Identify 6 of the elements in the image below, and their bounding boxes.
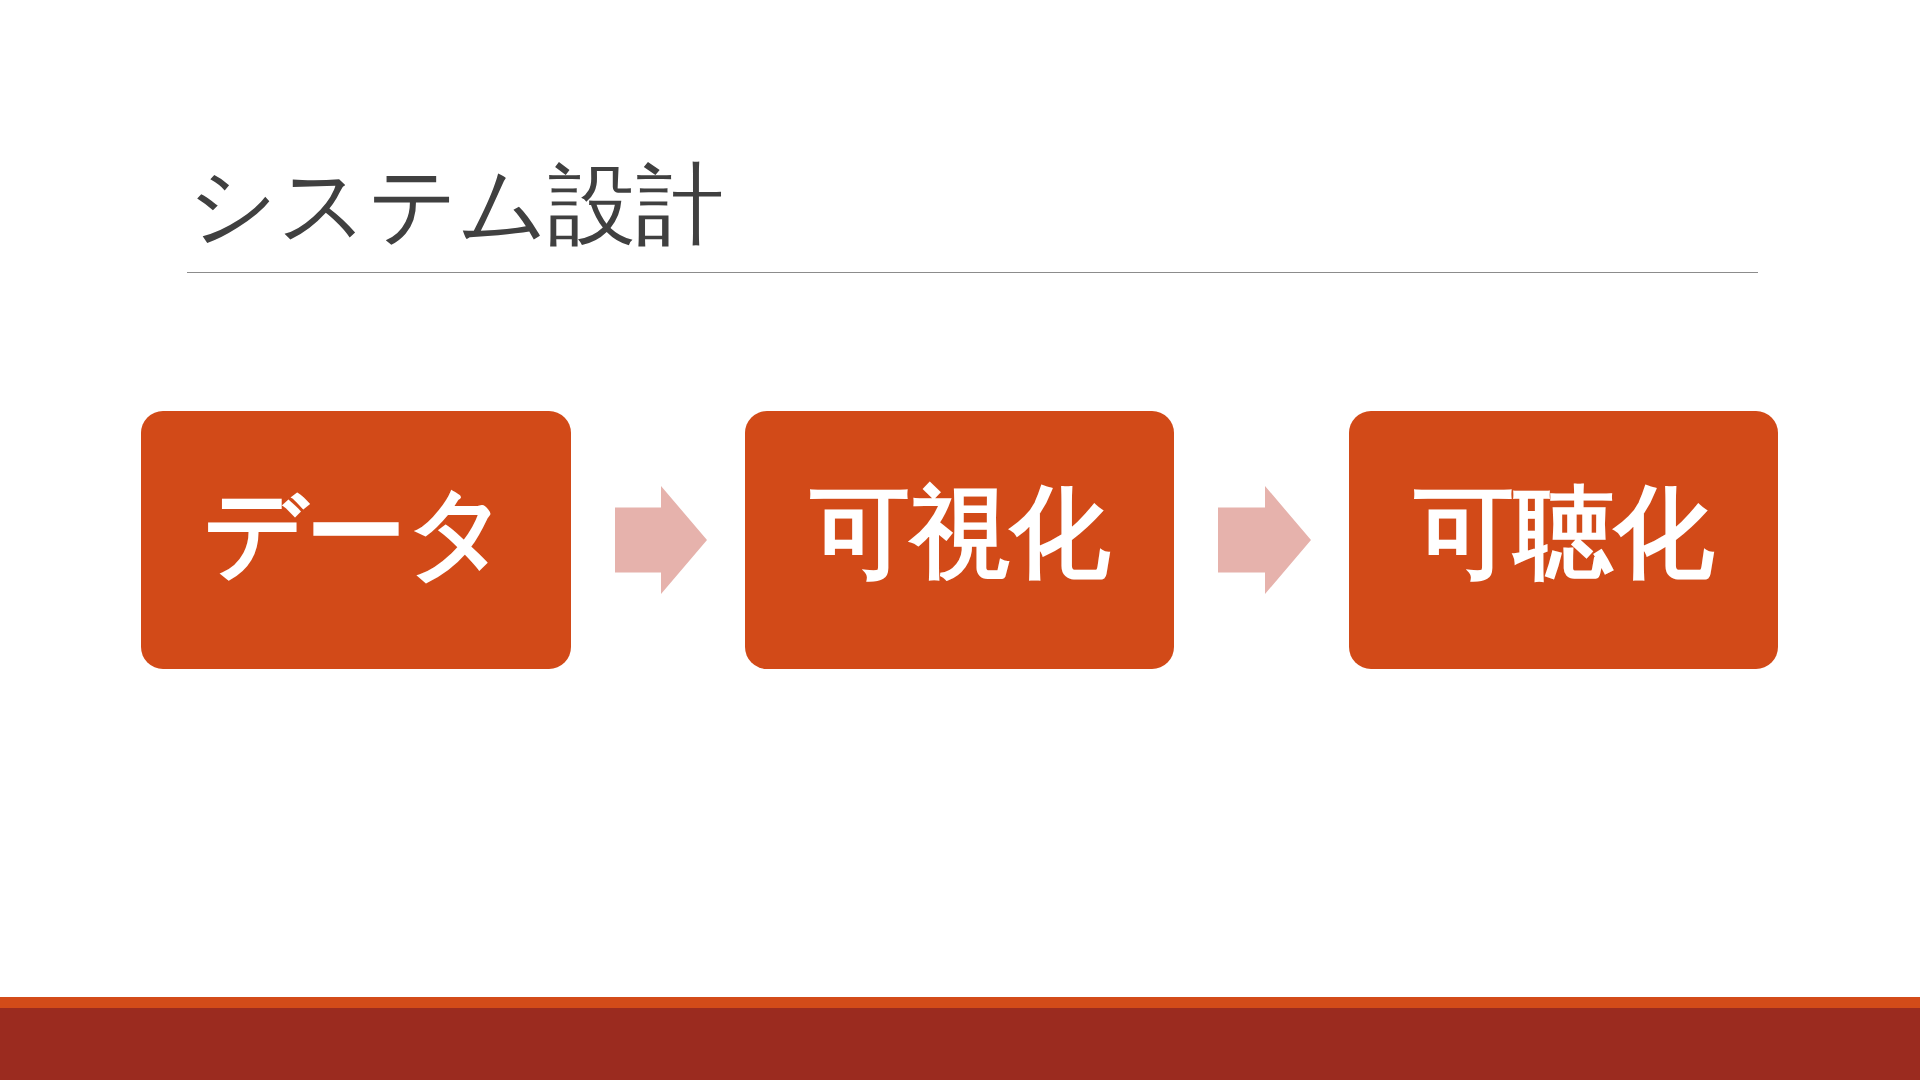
arrow: [1218, 486, 1311, 594]
slide-title: システム設計: [188, 152, 724, 258]
process-box: 可聴化: [1349, 411, 1778, 669]
process-box: データ: [141, 411, 571, 669]
process-box: 可視化: [745, 411, 1174, 669]
arrow: [615, 486, 707, 594]
